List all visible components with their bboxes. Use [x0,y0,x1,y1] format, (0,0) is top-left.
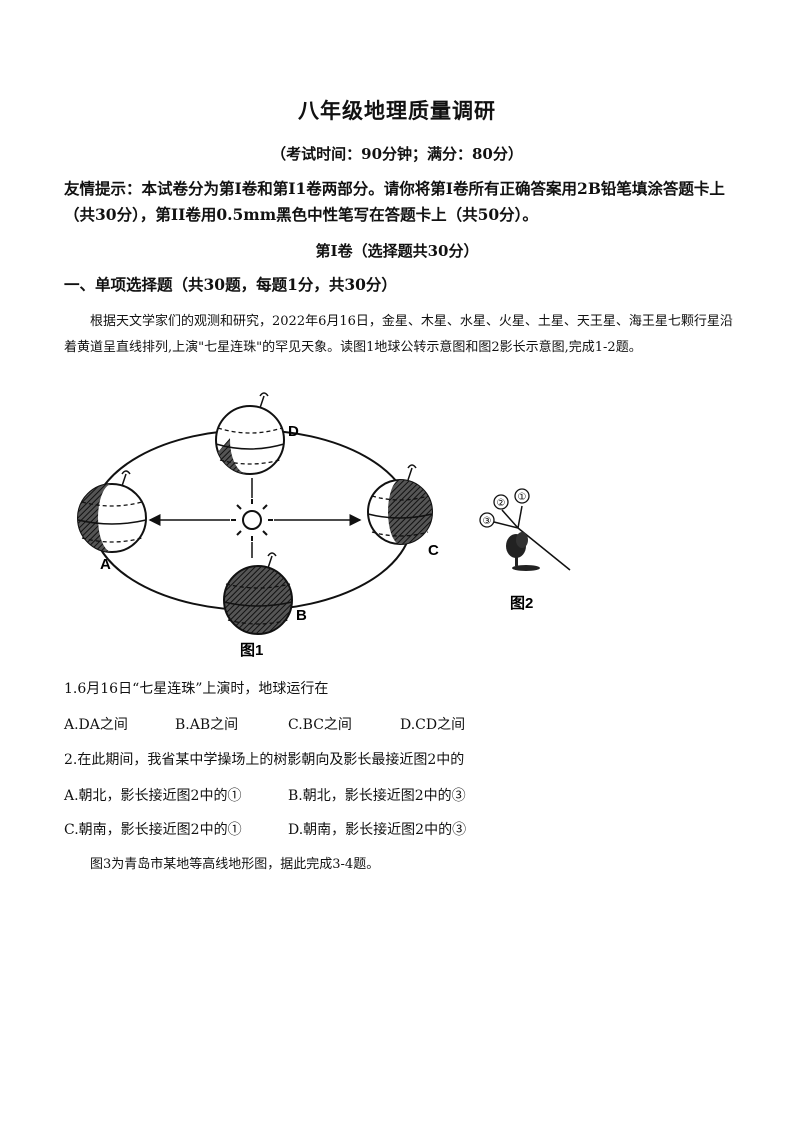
q2-option-b[interactable]: B.朝北，影长接近图2中的③ [288,788,466,804]
page-title: 八年级地理质量调研 [298,98,496,123]
q2-option-a[interactable]: A.朝北，影长接近图2中的① [64,788,242,804]
label-b: B [296,607,307,624]
question-1-stem: 1.6月16日“七星连珠”上演时，地球运行在 [64,681,329,697]
reading-passage: 根据天文学家们的观测和研究，2022年6月16日，金星、木星、水星、火星、土星、… [64,314,733,355]
shadow-line-2 [501,509,519,529]
q1-option-a[interactable]: A.DA之间 [64,717,128,733]
label-c: C [428,542,439,559]
figure3-intro: 图3为青岛市某地等高线地形图，据此完成3-4题。 [90,857,380,872]
exam-info: （考试时间：90分钟；满分：80分） [271,145,523,163]
q1-option-d[interactable]: D.CD之间 [400,717,466,733]
label-a: A [100,556,111,573]
q2-option-c[interactable]: C.朝南，影长接近图2中的① [64,822,242,838]
label-d: D [288,423,299,440]
earth-position-d [215,392,285,475]
label-shadow-2: ② [497,498,506,509]
section-title: 第Ⅰ卷（选择题共30分） [315,242,479,260]
label-shadow-3: ③ [483,516,492,527]
friendly-tips: 友情提示：本试卷分为第Ⅰ卷和第I1卷两部分。请你将第Ⅰ卷所有正确答案用2B铅笔填… [64,179,725,224]
part-title: 一、单项选择题（共30题，每题1分，共30分） [64,275,397,294]
label-shadow-1: ① [518,492,527,503]
figure1-caption: 图1 [240,642,263,659]
question-2-stem: 2.在此期间，我省某中学操场上的树影朝向及影长最接近图2中的 [64,752,465,768]
earth-position-b [223,552,293,635]
earth-position-a [77,470,147,553]
earth-position-c [367,464,433,545]
figure2-caption: 图2 [510,595,533,612]
q1-option-b[interactable]: B.AB之间 [175,717,239,733]
figure1-earth-revolution-diagram: A D C B 图1 [77,392,439,659]
sun-icon [231,499,273,541]
figure2-shadow-length-diagram: ① ② ③ 图2 [479,488,571,612]
shadow-line-3 [493,521,519,529]
q1-option-c[interactable]: C.BC之间 [288,717,352,733]
q2-option-d[interactable]: D.朝南，影长接近图2中的③ [288,822,467,838]
tree-icon [506,532,540,571]
shadow-line-1 [517,505,523,529]
